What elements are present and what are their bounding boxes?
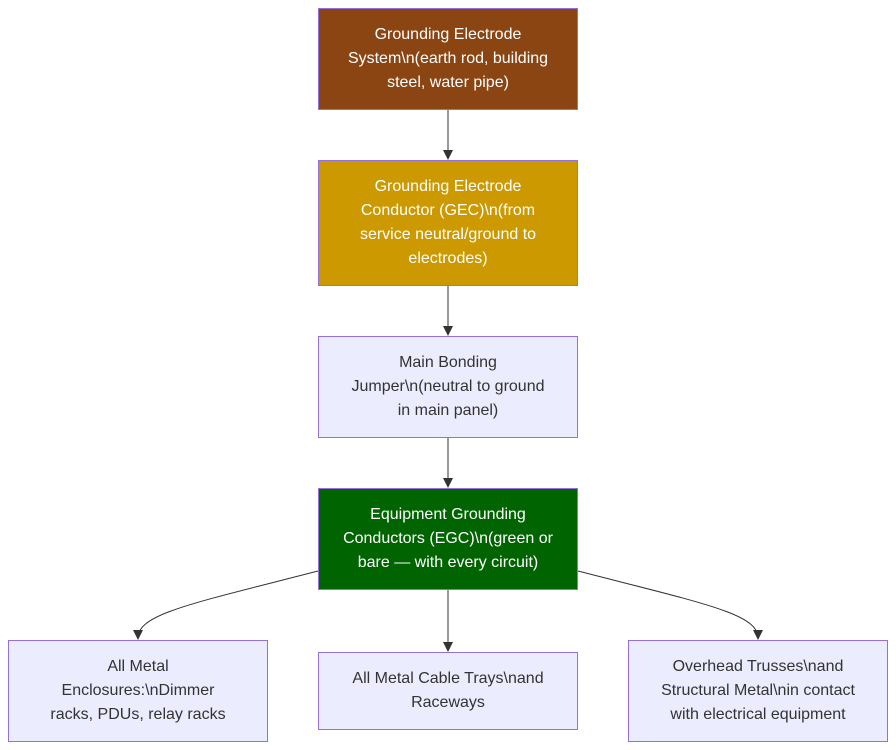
edge-egc-to-enclosures — [133, 570, 319, 640]
node-cable-trays: All Metal Cable Trays\nand Raceways — [318, 652, 578, 730]
node-grounding-electrode-conductor: Grounding Electrode Conductor (GEC)\n(fr… — [318, 160, 578, 286]
node-overhead-trusses-label: Overhead Trusses\nand Structural Metal\n… — [661, 658, 855, 723]
node-equipment-grounding-conductors: Equipment Grounding Conductors (EGC)\n(g… — [318, 488, 578, 590]
node-metal-enclosures-label: All Metal Enclosures:\nDimmer racks, PDU… — [50, 658, 226, 723]
node-grounding-electrode-conductor-label: Grounding Electrode Conductor (GEC)\n(fr… — [359, 178, 537, 267]
node-metal-enclosures: All Metal Enclosures:\nDimmer racks, PDU… — [8, 640, 268, 742]
node-equipment-grounding-conductors-label: Equipment Grounding Conductors (EGC)\n(g… — [343, 506, 553, 571]
node-overhead-trusses: Overhead Trusses\nand Structural Metal\n… — [628, 640, 888, 742]
node-grounding-electrode-system: Grounding Electrode System\n(earth rod, … — [318, 8, 578, 110]
node-cable-trays-label: All Metal Cable Trays\nand Raceways — [352, 670, 544, 711]
node-main-bonding-jumper-label: Main Bonding Jumper\n(neutral to ground … — [351, 354, 545, 419]
edge-egc-to-trusses — [577, 570, 763, 640]
node-main-bonding-jumper: Main Bonding Jumper\n(neutral to ground … — [318, 336, 578, 438]
node-grounding-electrode-system-label: Grounding Electrode System\n(earth rod, … — [347, 26, 549, 91]
